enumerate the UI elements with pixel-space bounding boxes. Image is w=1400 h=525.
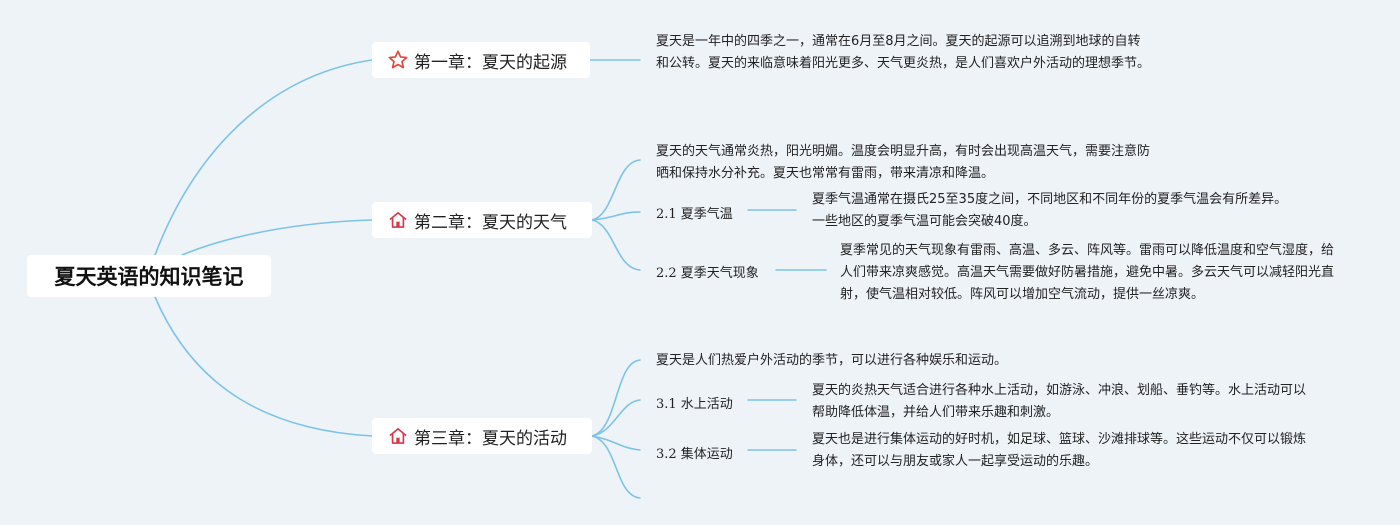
link-ch3-note — [591, 359, 641, 437]
chapter-3-node[interactable]: 第三章：夏天的活动 — [372, 418, 592, 454]
house-icon — [386, 424, 410, 448]
section-3-2-label[interactable]: 3.2 集体运动 — [656, 447, 733, 462]
link-ch3-s32 — [591, 435, 641, 451]
link-root-ch1 — [154, 59, 373, 256]
root-topic[interactable]: 夏天英语的知识笔记 — [27, 255, 271, 297]
chapter-2-note: 夏天的天气通常炎热，阳光明媚。温度会明显升高，有时会出现高温天气，需要注意防晒和… — [656, 144, 1151, 181]
chapter-1-title: 第一章：夏天的起源 — [414, 52, 567, 73]
chapter-2-title: 第二章：夏天的天气 — [414, 212, 567, 233]
chapter-2-node[interactable]: 第二章：夏天的天气 — [372, 202, 592, 238]
chapter-3-note: 夏天是人们热爱户外活动的季节，可以进行各种娱乐和运动。 — [656, 353, 1008, 368]
section-3-2-text: 夏天也是进行集体运动的好时机，如足球、篮球、沙滩排球等。这些运动不仅可以锻炼身体… — [812, 432, 1307, 469]
link-ch3-empty — [591, 435, 641, 499]
section-3-1-text: 夏天的炎热天气适合进行各种水上活动，如游泳、冲浪、划船、垂钓等。水上活动可以帮助… — [812, 383, 1307, 420]
house-icon — [386, 208, 410, 232]
section-2-1-label[interactable]: 2.1 夏季气温 — [656, 207, 733, 222]
section-2-1-text: 夏季气温通常在摄氏25至35度之间，不同地区和不同年份的夏季气温会有所差异。一些… — [812, 192, 1288, 229]
chapter-1-node[interactable]: 第一章：夏天的起源 — [372, 42, 590, 78]
link-root-ch2 — [181, 219, 373, 256]
chapter-3-title: 第三章：夏天的活动 — [414, 428, 567, 449]
link-ch3-s31 — [591, 399, 641, 437]
link-ch2-s22 — [591, 219, 641, 271]
root-title: 夏天英语的知识笔记 — [54, 265, 244, 289]
section-3-1-label[interactable]: 3.1 水上活动 — [656, 397, 733, 412]
chapter-1-note: 夏天是一年中的四季之一，通常在6月至8月之间。夏天的起源可以追溯到地球的自转和公… — [656, 34, 1151, 71]
section-2-2-text: 夏季常见的天气现象有雷雨、高温、多云、阵风等。雷雨可以降低温度和空气湿度，给人们… — [840, 243, 1335, 302]
section-2-2-label[interactable]: 2.2 夏季天气现象 — [656, 266, 759, 281]
link-ch2-s21 — [591, 211, 641, 221]
link-ch2-note — [591, 159, 641, 221]
link-root-ch3 — [154, 296, 373, 437]
star-icon — [386, 48, 410, 72]
